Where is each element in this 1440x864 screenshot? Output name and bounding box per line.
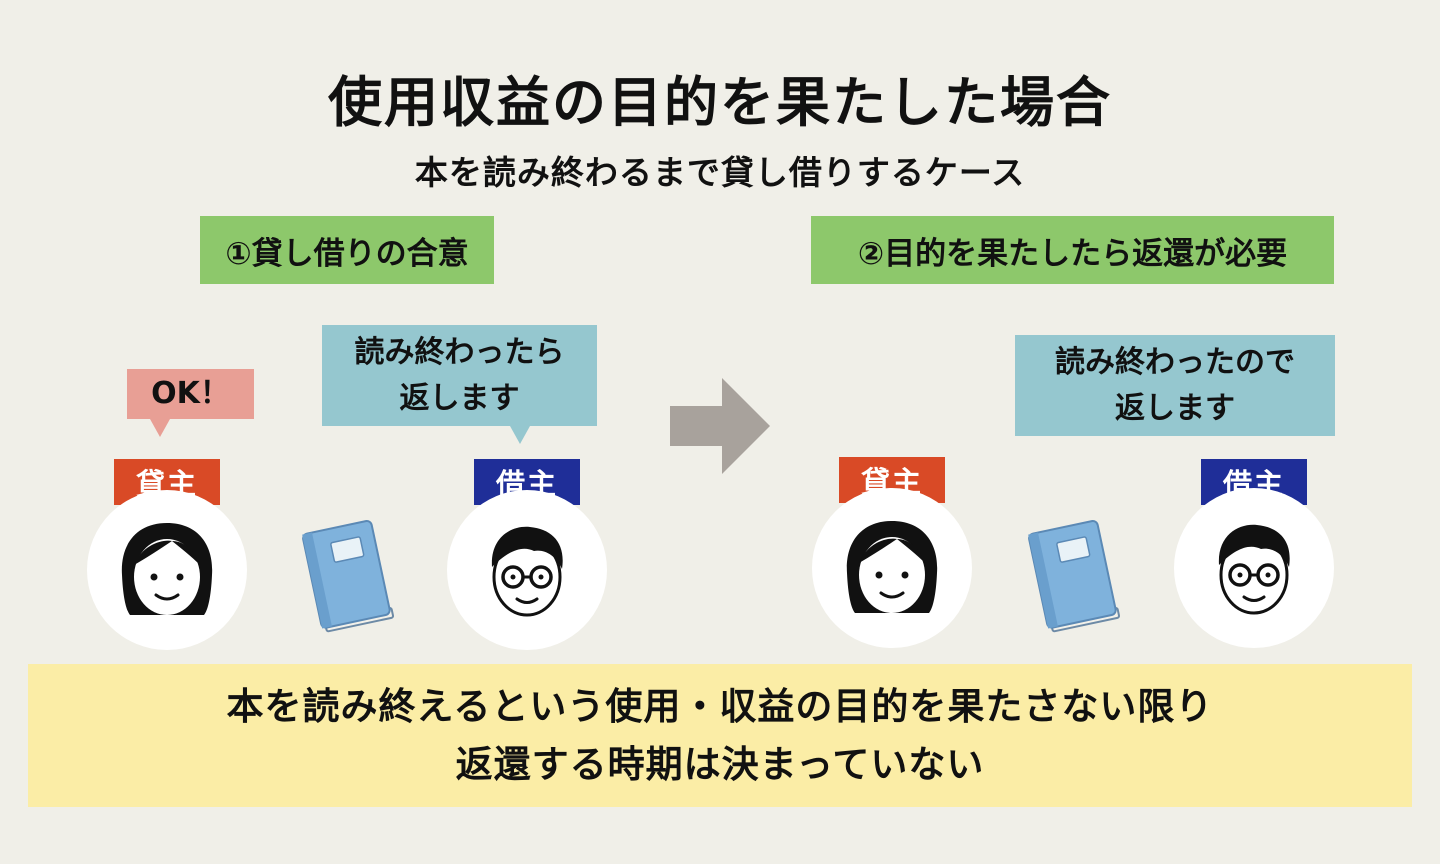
- lender-avatar-2: [812, 488, 972, 648]
- borrower-speech-text: 読み終わったら 返します: [322, 325, 597, 426]
- step-1-label: ①貸し借りの合意: [200, 216, 494, 284]
- book-icon: [298, 518, 398, 640]
- borrower-avatar: [447, 490, 607, 650]
- page-subtitle: 本を読み終わるまで貸し借りするケース: [414, 153, 1026, 192]
- lender-avatar: [87, 490, 247, 650]
- speech-line-2: 返します: [1115, 390, 1235, 426]
- page-title: 使用収益の目的を果たした場合: [328, 71, 1112, 134]
- borrower-speech-bubble: 読み終わったら 返します: [322, 325, 597, 444]
- note-line-2: 返還する時期は決まっていない: [455, 742, 985, 786]
- note-line-1: 本を読み終えるという使用・収益の目的を果たさない限り: [226, 684, 1214, 728]
- book-icon-2: [1024, 518, 1124, 640]
- borrower-return-speech-bubble: 読み終わったので 返します: [1015, 335, 1335, 436]
- bubble-tail: [510, 426, 530, 444]
- lender-speech-bubble: OK！: [127, 369, 254, 437]
- conclusion-note: 本を読み終えるという使用・収益の目的を果たさない限り 返還する時期は決まっていな…: [28, 664, 1412, 807]
- speech-line-2: 返します: [399, 380, 520, 416]
- speech-line-1: 読み終わったら: [354, 334, 565, 370]
- woman-avatar-icon: [846, 521, 938, 613]
- woman-avatar-icon: [121, 523, 213, 615]
- lender-speech-text: OK！: [127, 369, 254, 419]
- bubble-tail: [150, 419, 170, 437]
- borrower-avatar-2: [1174, 488, 1334, 648]
- step-2-label: ②目的を果たしたら返還が必要: [811, 216, 1334, 284]
- man-glasses-avatar-icon: [1218, 524, 1290, 615]
- arrow-right-icon: [670, 378, 772, 478]
- man-glasses-avatar-icon: [491, 526, 563, 617]
- borrower-return-speech-text: 読み終わったので 返します: [1015, 335, 1335, 436]
- speech-line-1: 読み終わったので: [1055, 344, 1295, 380]
